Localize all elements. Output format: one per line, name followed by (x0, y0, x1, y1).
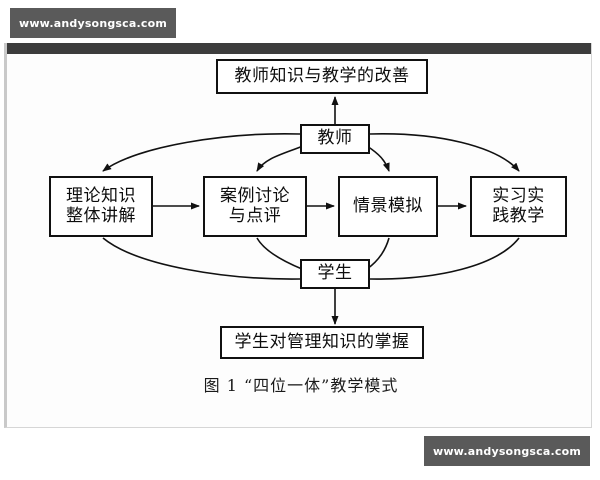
edge-practice-to-student (369, 237, 520, 280)
figure-caption: 图 1 “四位一体”教学模式 (203, 376, 399, 395)
edge-teacher-to-case (256, 145, 304, 172)
node-teacher-outcome: 教师知识与教学的改善 (216, 59, 428, 94)
edge-case-to-student (256, 237, 303, 270)
node-scenario-simulation: 情景模拟 (338, 176, 438, 237)
node-teacher: 教师 (300, 124, 370, 154)
node-theory-label: 理论知识 整体讲解 (66, 186, 136, 226)
node-student-outcome: 学生对管理知识的掌握 (220, 326, 424, 359)
document-page: 教师知识与教学的改善 教师 理论知识 整体讲解 案例讨论 与点评 情景模拟 实习… (4, 43, 592, 428)
node-student: 学生 (300, 259, 370, 289)
diagram-connectors (102, 96, 520, 325)
watermark-top: www.andysongsca.com (10, 8, 176, 38)
node-case-discussion-label: 案例讨论 与点评 (220, 186, 290, 226)
node-practice-teaching-label: 实习实 践教学 (492, 186, 545, 226)
node-student-outcome-label: 学生对管理知识的掌握 (234, 331, 410, 352)
node-student-label: 学生 (317, 263, 353, 284)
diagram-canvas: 教师知识与教学的改善 教师 理论知识 整体讲解 案例讨论 与点评 情景模拟 实习… (7, 54, 595, 428)
watermark-bottom: www.andysongsca.com (424, 436, 590, 466)
node-case-discussion: 案例讨论 与点评 (203, 176, 307, 237)
edge-teacher-to-simulation (366, 145, 390, 172)
edge-theory-to-student (102, 237, 301, 280)
edge-teacher-to-theory (102, 133, 301, 172)
node-scenario-simulation-label: 情景模拟 (353, 195, 423, 216)
edge-simulation-to-student (366, 237, 390, 270)
page-top-bar (7, 43, 591, 54)
edge-teacher-to-practice (369, 133, 520, 172)
node-teacher-label: 教师 (317, 128, 353, 149)
node-teacher-outcome-label: 教师知识与教学的改善 (234, 65, 410, 86)
node-theory: 理论知识 整体讲解 (49, 176, 153, 237)
node-practice-teaching: 实习实 践教学 (470, 176, 567, 237)
